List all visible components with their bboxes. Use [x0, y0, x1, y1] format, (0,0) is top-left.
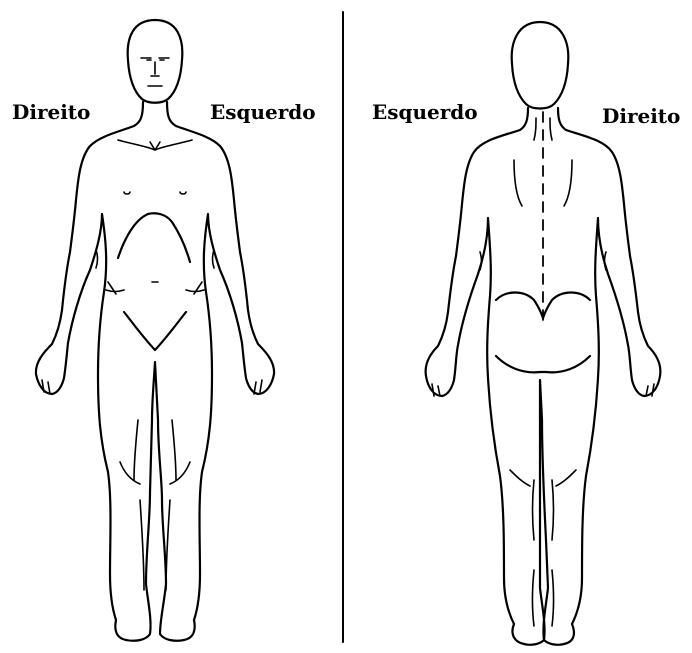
back-head	[512, 22, 569, 109]
back-buttocks-lower	[496, 356, 590, 372]
front-groin	[124, 312, 186, 350]
front-arm-lines	[96, 250, 214, 294]
back-body-outline	[426, 22, 661, 645]
front-waist	[106, 290, 204, 292]
back-fingers	[432, 384, 654, 396]
front-ribcage	[118, 213, 190, 262]
front-thigh-inner	[134, 420, 176, 480]
front-shins	[140, 500, 170, 590]
front-chest	[124, 192, 186, 194]
front-silhouette	[36, 102, 274, 641]
front-body-outline	[36, 20, 274, 641]
front-knees	[120, 462, 190, 484]
front-face	[141, 58, 169, 86]
